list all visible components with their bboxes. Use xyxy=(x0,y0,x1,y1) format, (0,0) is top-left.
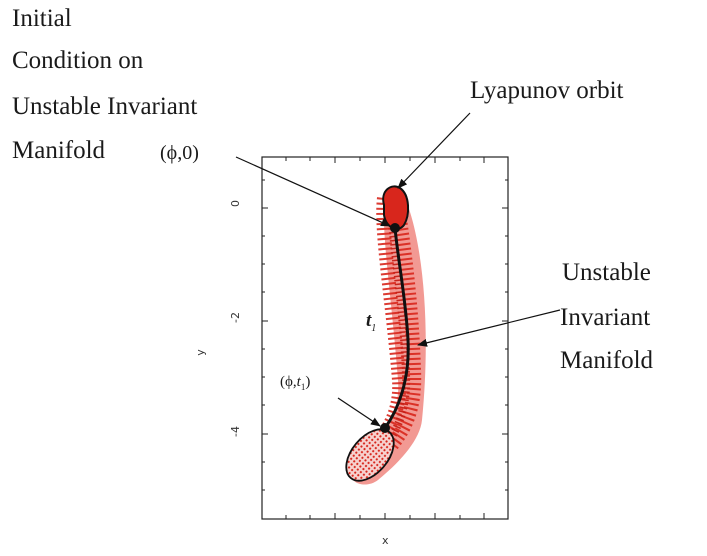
lyapunov-orbit-curve xyxy=(382,185,410,230)
label-phi-t1-t: t xyxy=(296,374,301,390)
trajectory-curve xyxy=(383,227,410,429)
arrow-phi-zero xyxy=(235,156,391,227)
label-manifold-line3: Manifold xyxy=(560,347,654,374)
label-t1-letter: t xyxy=(366,310,372,331)
label-initial-condition-line4: Manifold xyxy=(12,137,106,164)
label-initial-condition-line2: Condition on xyxy=(12,47,144,74)
final-orbit-ellipse xyxy=(345,428,395,482)
x-axis-label: x xyxy=(382,534,389,547)
arrow-unstable-manifold xyxy=(417,309,561,347)
label-manifold-line1: Unstable xyxy=(562,259,651,286)
label-phi-t1-sub: 1 xyxy=(300,382,306,392)
final-condition-point xyxy=(380,423,390,433)
axis-ticks xyxy=(262,157,508,519)
label-phi-t1-prefix: (ϕ, xyxy=(280,374,297,390)
label-phi-t1-suffix: ) xyxy=(305,374,311,390)
label-t1-subscript: 1 xyxy=(371,322,377,334)
initial-condition-point xyxy=(390,223,400,233)
label-phi-t1: (ϕ,t1) xyxy=(280,374,310,392)
label-manifold-line2: Invariant xyxy=(560,304,651,331)
label-initial-condition-line3: Unstable Invariant xyxy=(12,93,198,120)
arrow-lyapunov-orbit xyxy=(397,112,471,189)
label-initial-condition-line1: Initial xyxy=(12,5,72,32)
label-phi-zero: (ϕ,0) xyxy=(160,142,199,164)
label-lyapunov-orbit: Lyapunov orbit xyxy=(470,77,624,104)
arrow-phi-t1 xyxy=(337,397,381,427)
label-t1: t1 xyxy=(366,310,376,334)
